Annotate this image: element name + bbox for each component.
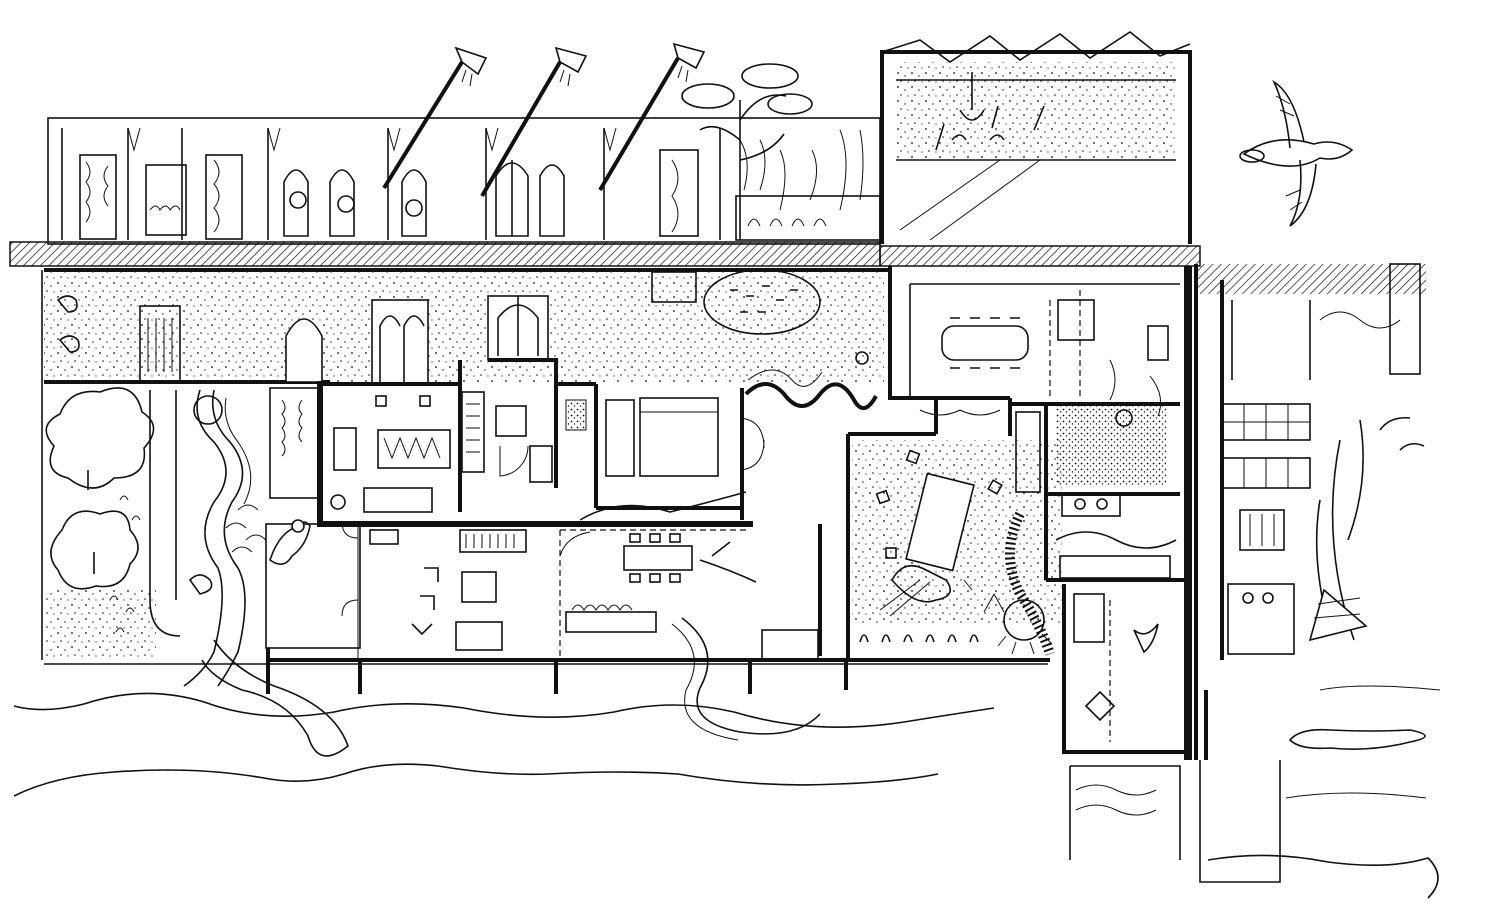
- roof-elevation: [47, 31, 1354, 245]
- clerestory-pavilion: [880, 31, 1192, 244]
- flying-bird: [1239, 79, 1354, 227]
- facade-panels: [79, 149, 699, 240]
- bath-wing: [1062, 584, 1192, 754]
- central-courtyard: [818, 400, 1062, 660]
- roof-garden-tree: [681, 63, 881, 241]
- garden-west: [45, 387, 181, 658]
- decorative-figures: [188, 395, 1005, 613]
- ground-lines: [13, 692, 1439, 899]
- living-room: [265, 491, 819, 661]
- roof-slab: [9, 241, 881, 267]
- east-garden: [1194, 263, 1441, 760]
- flag-poles: [382, 42, 706, 198]
- roof-slab-east: [879, 245, 1201, 267]
- winding-stream: [183, 389, 349, 757]
- kitchen-block: [1010, 402, 1192, 582]
- south-wall-west: [44, 617, 1050, 741]
- serpent-sculpture: [744, 351, 878, 410]
- east-wing: [888, 266, 1192, 760]
- parapet-bays: [61, 127, 721, 240]
- central-rooms: [269, 358, 765, 527]
- west-courtyard: [41, 268, 890, 660]
